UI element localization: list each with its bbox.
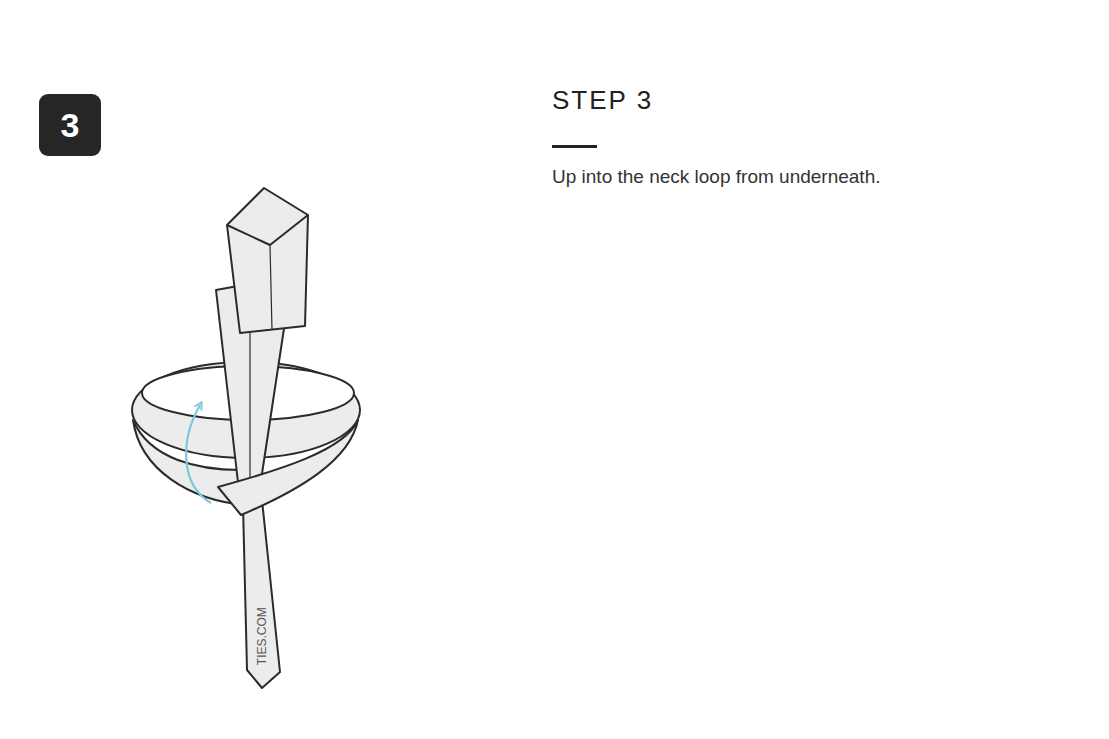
step-instruction: Up into the neck loop from underneath. bbox=[552, 166, 880, 189]
narrow-end-bottom bbox=[243, 500, 280, 688]
step-number: 3 bbox=[61, 108, 80, 142]
step-title: STEP 3 bbox=[552, 84, 653, 116]
wide-end bbox=[227, 188, 308, 333]
crossing-band bbox=[218, 420, 358, 515]
title-underline bbox=[552, 145, 597, 148]
step-badge: 3 bbox=[39, 94, 101, 156]
watermark: TIES.COM bbox=[255, 607, 269, 665]
motion-arrow bbox=[186, 405, 211, 503]
